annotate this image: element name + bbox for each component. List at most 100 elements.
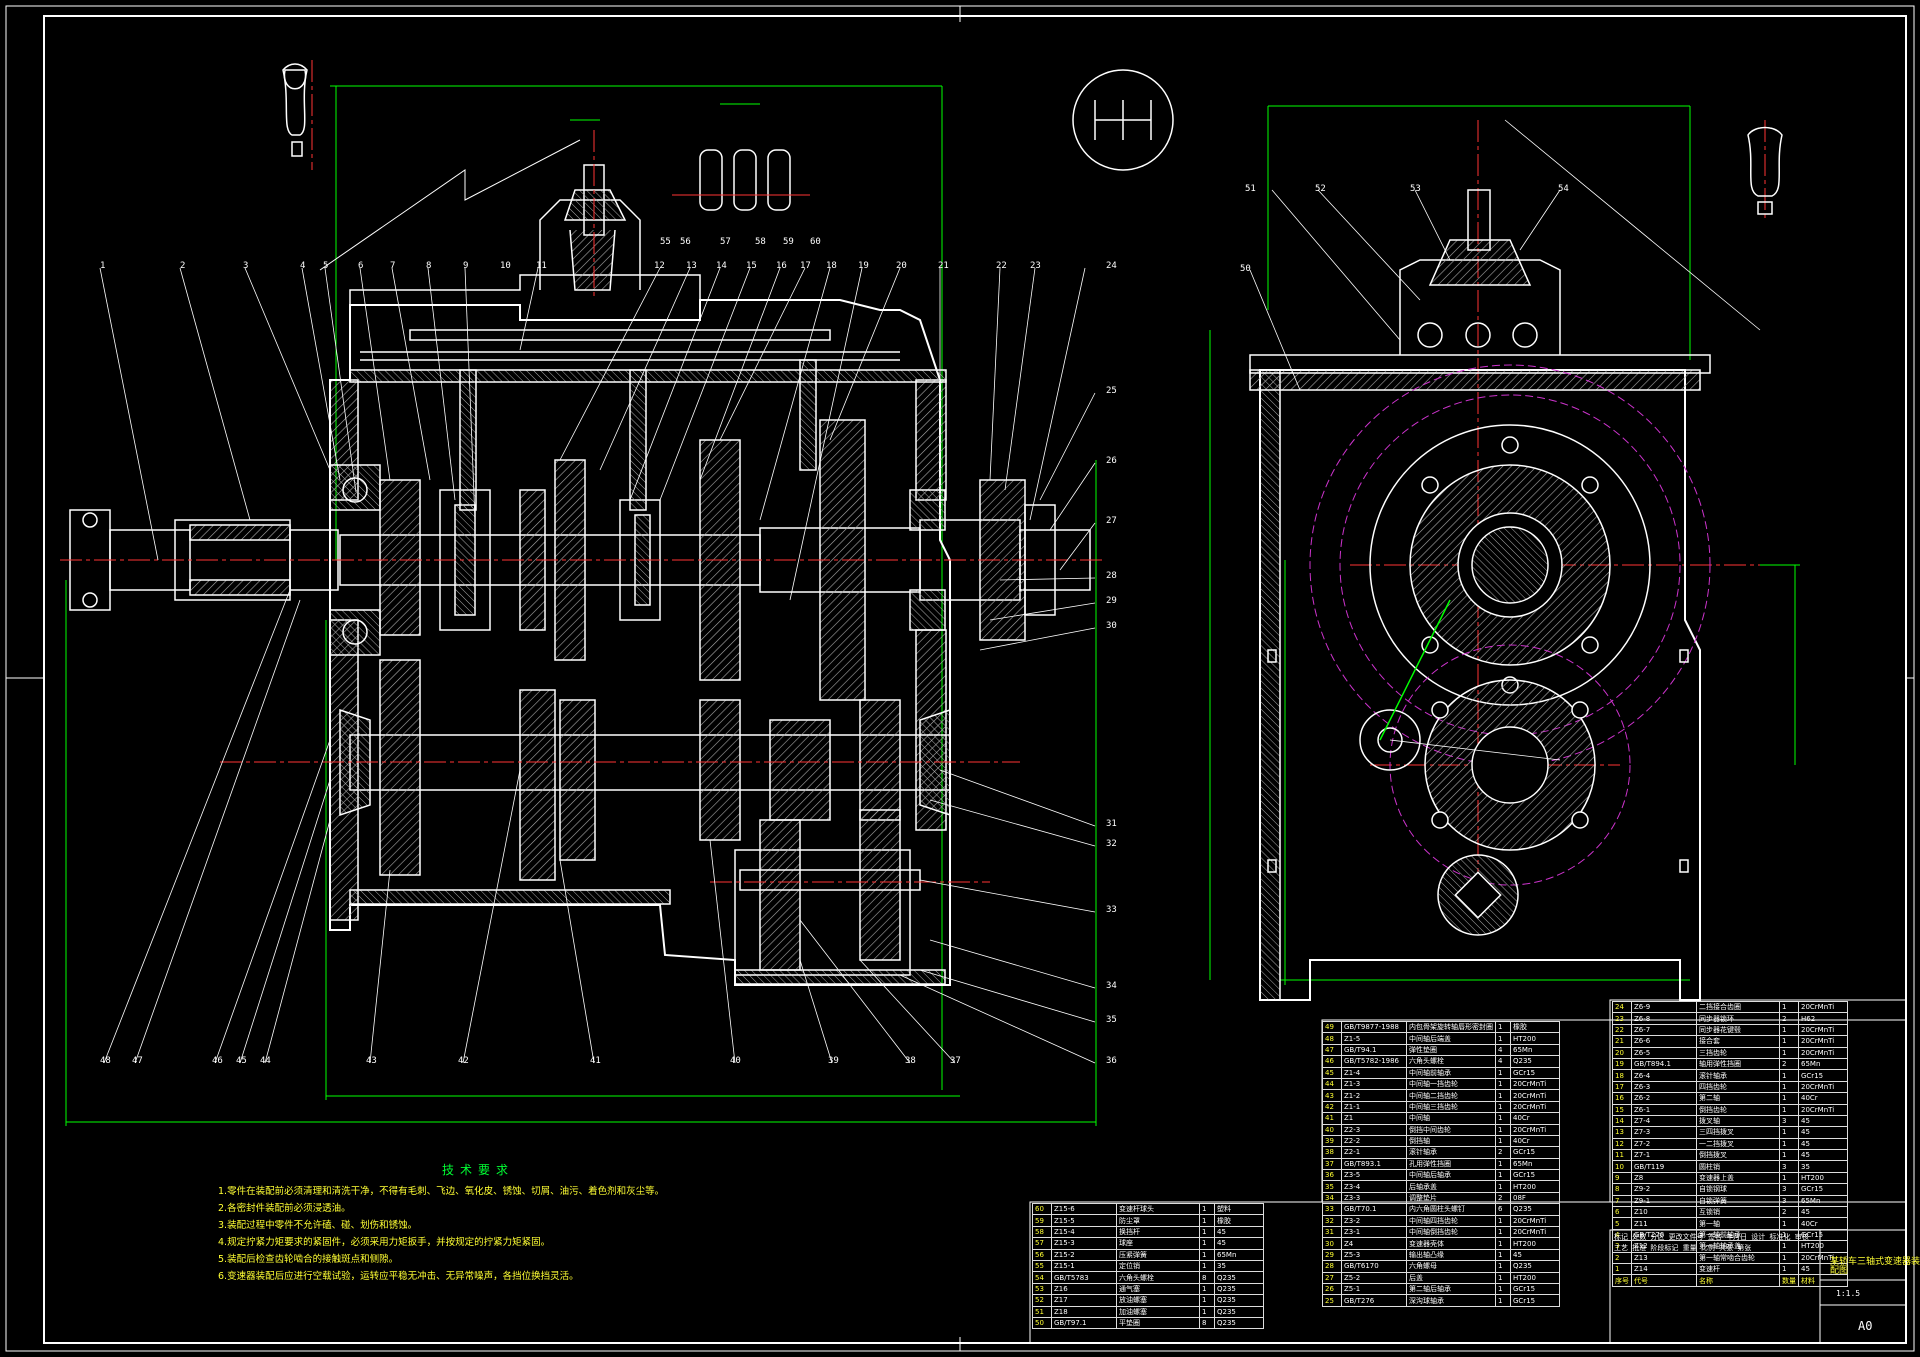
bom-header-cell: 序号 bbox=[1612, 1274, 1632, 1287]
part-number-label: 1 bbox=[100, 261, 106, 271]
bom-cell: 36 bbox=[1322, 1169, 1342, 1182]
bom-cell: 1 bbox=[1199, 1259, 1215, 1273]
part-number-label: 58 bbox=[755, 237, 766, 247]
bom-cell: 1 bbox=[1199, 1282, 1215, 1296]
bom-cell: 1 bbox=[1495, 1237, 1511, 1250]
bom-cell: GB/T5782-1986 bbox=[1341, 1055, 1407, 1068]
bom-cell: 6 bbox=[1612, 1206, 1632, 1219]
bom-cell: 1 bbox=[1779, 1262, 1799, 1276]
bom-cell: 1 bbox=[1495, 1077, 1511, 1091]
bom-cell: GB/T97.1 bbox=[1051, 1316, 1117, 1330]
bom-cell: Z3-5 bbox=[1341, 1169, 1407, 1182]
part-number-label: 5 bbox=[323, 261, 329, 271]
bom-cell: 1 bbox=[1495, 1089, 1511, 1102]
bom-cell: 1 bbox=[1495, 1123, 1511, 1136]
part-number-label: 48 bbox=[100, 1056, 111, 1066]
bom-cell: 24 bbox=[1612, 1000, 1632, 1014]
bom-cell: 20CrMnTi bbox=[1798, 1103, 1848, 1116]
bom-cell: 39 bbox=[1322, 1134, 1342, 1148]
bom-cell: 1 bbox=[1779, 1137, 1799, 1151]
bom-cell: Q235 bbox=[1214, 1305, 1264, 1318]
part-number-label: 51 bbox=[1245, 184, 1256, 194]
bom-cell: 45 bbox=[1798, 1114, 1848, 1128]
bom-cell: 互锁销 bbox=[1696, 1206, 1780, 1219]
part-number-label: 57 bbox=[720, 237, 731, 247]
part-number-label: 22 bbox=[996, 261, 1007, 271]
bom-cell: 输出轴凸缘 bbox=[1406, 1248, 1496, 1262]
bom-cell: 5 bbox=[1612, 1217, 1632, 1230]
bom-cell: 9 bbox=[1612, 1171, 1632, 1185]
tech-item: 2.各密封件装配前必须浸透油。 bbox=[218, 1203, 351, 1214]
technical-requirements: 技术要求 1.零件在装配前必须清理和清洗干净，不得有毛刺、飞边、氧化皮、锈蚀、切… bbox=[218, 1162, 858, 1285]
bom-cell: GB/T9877-1988 bbox=[1341, 1020, 1407, 1034]
bom-cell: 40Cr bbox=[1798, 1217, 1848, 1230]
bom-cell: 1 bbox=[1495, 1169, 1511, 1182]
bom-cell: 1 bbox=[1199, 1305, 1215, 1318]
bom-cell: Z4 bbox=[1341, 1237, 1407, 1250]
bom-cell: Z17 bbox=[1051, 1294, 1117, 1307]
bom-cell: 中间轴三挡齿轮 bbox=[1406, 1100, 1496, 1114]
bom-cell: GCr15 bbox=[1510, 1146, 1560, 1159]
bom-cell: 1 bbox=[1779, 1103, 1799, 1116]
bom-cell: 平垫圈 bbox=[1116, 1316, 1200, 1330]
bom-cell: 17 bbox=[1612, 1080, 1632, 1094]
bom-cell: HT200 bbox=[1510, 1271, 1560, 1285]
bom-cell: Q235 bbox=[1214, 1271, 1264, 1284]
bom-cell: 11 bbox=[1612, 1149, 1632, 1162]
bom-cell: Z2-3 bbox=[1341, 1123, 1407, 1136]
bom-cell: 45 bbox=[1798, 1137, 1848, 1151]
tech-item: 1.零件在装配前必须清理和清洗干净，不得有毛刺、飞边、氧化皮、锈蚀、切屑、油污、… bbox=[218, 1186, 665, 1197]
bom-cell: Z11 bbox=[1631, 1217, 1697, 1230]
part-number-label: 28 bbox=[1106, 571, 1117, 581]
part-number-label: 16 bbox=[776, 261, 787, 271]
bom-cell: GB/T276 bbox=[1341, 1294, 1407, 1307]
part-number-label: 35 bbox=[1106, 1015, 1117, 1025]
bom-cell: Z1-1 bbox=[1341, 1100, 1407, 1114]
bom-cell: 1 bbox=[1495, 1100, 1511, 1114]
bom-cell: Q235 bbox=[1510, 1203, 1560, 1216]
bom-cell: Z3-3 bbox=[1341, 1191, 1407, 1205]
bom-cell: 23 bbox=[1612, 1012, 1632, 1025]
bom-cell: 45 bbox=[1214, 1225, 1264, 1239]
tech-item: 5.装配后检查齿轮啮合的接触斑点和侧隙。 bbox=[218, 1254, 399, 1265]
bom-cell: 防尘罩 bbox=[1116, 1214, 1200, 1227]
part-number-label: 13 bbox=[686, 261, 697, 271]
bom-cell: Z6-7 bbox=[1631, 1023, 1697, 1037]
bom-cell: Z1-2 bbox=[1341, 1089, 1407, 1102]
bom-cell: Z5-3 bbox=[1341, 1248, 1407, 1262]
bom-cell: 3 bbox=[1779, 1114, 1799, 1128]
bom-cell: 橡胶 bbox=[1510, 1020, 1560, 1034]
part-number-label: 18 bbox=[826, 261, 837, 271]
bom-cell: 1 bbox=[1495, 1180, 1511, 1193]
bom-cell: 自锁弹簧 bbox=[1696, 1194, 1780, 1208]
bom-cell: 中间轴前轴承 bbox=[1406, 1066, 1496, 1079]
leader-lines bbox=[99, 267, 1096, 1064]
part-number-label: 8 bbox=[426, 261, 432, 271]
bom-cell: 27 bbox=[1322, 1271, 1342, 1285]
bom-cell: 7 bbox=[1612, 1194, 1632, 1208]
bom-cell: 3 bbox=[1779, 1160, 1799, 1173]
bom-cell: 37 bbox=[1322, 1157, 1342, 1171]
bom-cell: GCr15 bbox=[1798, 1069, 1848, 1082]
bom-cell: 倒挡齿轮 bbox=[1696, 1103, 1780, 1116]
bom-cell: Z15-6 bbox=[1051, 1202, 1117, 1216]
bom-cell: GB/T6170 bbox=[1341, 1260, 1407, 1273]
